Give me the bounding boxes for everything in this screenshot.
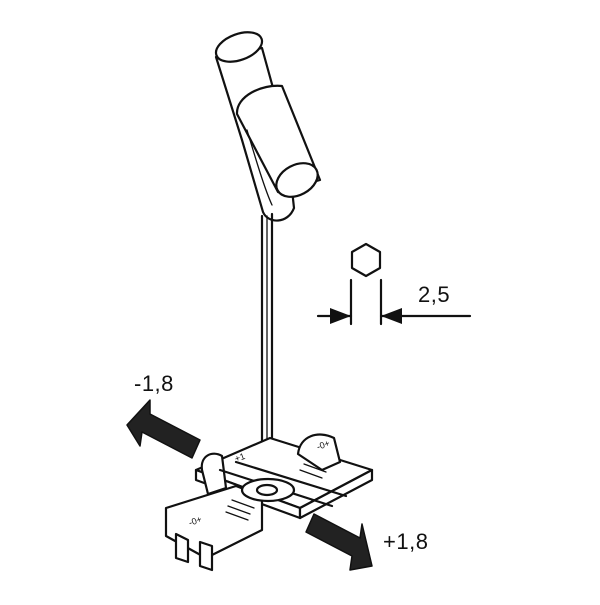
allen-key-shaft bbox=[260, 212, 274, 480]
scale-mark-front: -0+ bbox=[187, 514, 203, 528]
arrow-right-icon bbox=[305, 513, 373, 571]
adjust-plus-label: +1,8 bbox=[383, 529, 429, 554]
dimension-arrow-right bbox=[381, 308, 402, 324]
hex-size-callout bbox=[316, 242, 472, 326]
scale-mark-back-left: +1 bbox=[233, 451, 246, 464]
hinge-plate bbox=[164, 433, 374, 572]
hex-size-label: 2,5 bbox=[418, 282, 451, 307]
arrow-left-icon bbox=[126, 399, 201, 459]
dimension-arrow-left bbox=[330, 308, 351, 324]
scale-mark-back-right: -0+ bbox=[315, 438, 331, 452]
allen-key-handle bbox=[214, 31, 322, 222]
adjust-minus-label: -1,8 bbox=[134, 371, 174, 396]
